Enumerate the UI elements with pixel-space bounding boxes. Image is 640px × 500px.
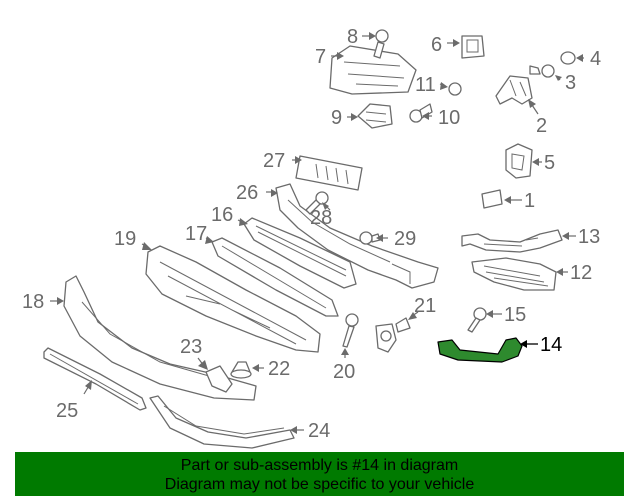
callout-22: 22: [268, 358, 290, 380]
part-18-bumper-cover: 18: [22, 275, 257, 401]
part-19-skid-plate: 19: [114, 228, 321, 353]
part-3-bolt: 3: [529, 64, 576, 94]
callout-23: 23: [180, 336, 202, 358]
part-6-clip: 6: [431, 34, 485, 59]
callout-25: 25: [56, 400, 78, 422]
callout-6: 6: [431, 34, 442, 56]
exploded-parts-diagram: 7 8 6 4 3 11 2: [22, 26, 601, 449]
part-29-screw: 29: [359, 228, 416, 250]
banner-line-2: Diagram may not be specific to your vehi…: [164, 476, 475, 493]
callout-5: 5: [544, 152, 555, 174]
callout-21: 21: [414, 295, 436, 317]
part-12-grille: 12: [471, 257, 592, 291]
part-11-nut: 11: [415, 74, 462, 96]
part-20-bolt: 20: [333, 313, 359, 383]
part-2-bracket: 2: [495, 75, 547, 137]
callout-14: 14: [540, 334, 562, 356]
part-1-cap: 1: [481, 189, 535, 212]
callout-10: 10: [438, 107, 460, 129]
callout-4: 4: [590, 48, 601, 70]
part-23-clip: 23: [180, 336, 233, 393]
callout-27: 27: [263, 150, 285, 172]
part-17-strip: 17: [185, 223, 339, 317]
callout-18: 18: [22, 291, 44, 313]
callout-3: 3: [565, 72, 576, 94]
callout-2: 2: [536, 115, 547, 137]
callout-17: 17: [185, 223, 207, 245]
part-16-strip: 16: [211, 204, 357, 289]
callout-1: 1: [524, 190, 535, 212]
callout-15: 15: [504, 304, 526, 326]
part-10-screw: 10: [409, 103, 460, 129]
callout-24: 24: [308, 420, 330, 442]
part-5-bracket: 5: [505, 143, 555, 179]
part-14-bracket-highlighted: 14: [437, 334, 562, 363]
part-9-clip: 9: [331, 103, 393, 129]
part-4-washer: 4: [560, 48, 601, 70]
part-26-bracket: 26: [236, 182, 439, 289]
callout-19: 19: [114, 228, 136, 250]
callout-29: 29: [394, 228, 416, 250]
callout-28: 28: [310, 207, 332, 229]
part-24-lower-trim: 24: [149, 395, 330, 449]
callout-20: 20: [333, 361, 355, 383]
callout-16: 16: [211, 204, 233, 226]
part-28-screw: 28: [305, 191, 332, 229]
part-21-sensor: 21: [375, 295, 436, 353]
disclaimer-banner: Part or sub-assembly is #14 in diagram D…: [15, 452, 624, 496]
callout-7: 7: [315, 46, 326, 68]
part-8-bolt: 8: [347, 26, 389, 59]
part-13-bracket: 13: [461, 226, 600, 253]
callout-13: 13: [578, 226, 600, 248]
banner-line-1: Part or sub-assembly is #14 in diagram: [180, 457, 459, 474]
part-25-trim-strip: 25: [43, 347, 147, 422]
callout-11: 11: [415, 74, 436, 96]
part-7-bracket: 7: [315, 45, 417, 95]
callout-12: 12: [570, 262, 592, 284]
callout-8: 8: [347, 26, 358, 48]
part-27-emblem: 27: [263, 150, 363, 191]
part-22-clip: 22: [230, 358, 290, 380]
callout-9: 9: [331, 107, 342, 129]
part-15-bolt: 15: [467, 304, 526, 333]
callout-26: 26: [236, 182, 258, 204]
